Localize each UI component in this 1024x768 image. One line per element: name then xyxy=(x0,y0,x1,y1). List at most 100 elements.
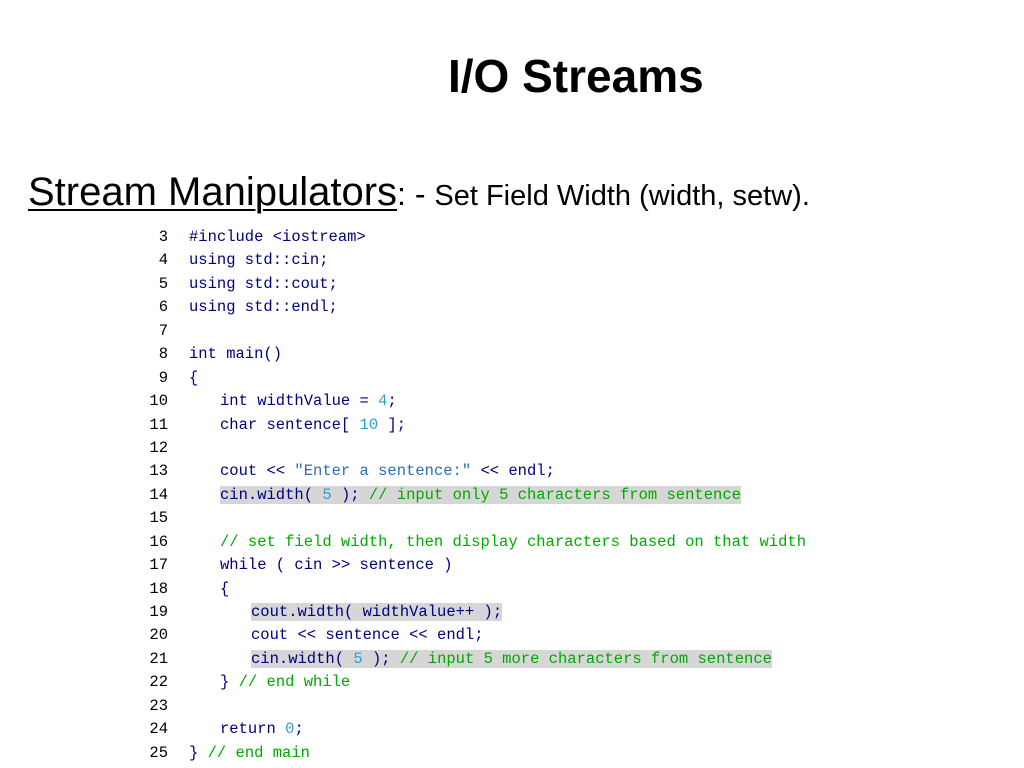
highlighted-code: cout.width( widthValue++ ); xyxy=(251,603,503,621)
code-token: char sentence[ xyxy=(220,415,360,434)
code-line: 11 char sentence[ 10 ]; xyxy=(140,414,806,437)
line-number: 21 xyxy=(149,649,168,668)
code-token: ); xyxy=(331,485,369,504)
code-line: 18 { xyxy=(140,578,806,601)
line-number: 20 xyxy=(149,626,168,645)
code-line: 20 cout << sentence << endl; xyxy=(140,624,806,647)
code-line: 13 cout << "Enter a sentence:" << endl; xyxy=(140,460,806,483)
code-line: 10 int widthValue = 4; xyxy=(140,390,806,413)
code-token: using std::cin; xyxy=(189,251,329,270)
code-token: ; xyxy=(387,392,397,411)
line-number: 14 xyxy=(149,485,168,504)
code-token: int main() xyxy=(189,345,283,364)
code-line: 16 // set field width, then display chara… xyxy=(140,531,806,554)
code-text: // set field width, then display charact… xyxy=(220,533,806,551)
line-number: 4 xyxy=(158,251,168,270)
code-token: cin.width( xyxy=(220,485,323,504)
code-text: { xyxy=(189,369,198,387)
code-text: cout << sentence << endl; xyxy=(251,626,484,644)
slide-title: I/O Streams xyxy=(448,50,704,102)
line-number: 5 xyxy=(158,274,168,293)
code-line: 4 using std::cin; xyxy=(140,249,806,272)
code-token: ); xyxy=(362,649,400,668)
code-line: 15 xyxy=(140,507,806,530)
line-number: 15 xyxy=(149,509,168,528)
line-number: 25 xyxy=(149,743,168,762)
code-token: 5 xyxy=(353,649,363,668)
line-number: 8 xyxy=(158,345,168,364)
code-token: #include <iostream> xyxy=(189,228,366,246)
code-token: while ( cin >> sentence ) xyxy=(220,556,453,575)
line-number: 23 xyxy=(149,696,168,715)
code-token: // input only 5 characters from sentence xyxy=(368,485,741,504)
line-number: 16 xyxy=(149,532,168,551)
code-line: 22} // end while xyxy=(140,671,806,694)
code-line: 5 using std::cout; xyxy=(140,273,806,296)
subtitle-description: Set Field Width (width, setw). xyxy=(434,180,810,212)
code-token: return xyxy=(220,720,286,739)
slide-subtitle: Stream Manipulators: - Set Field Width (… xyxy=(28,170,810,215)
code-token: cout << xyxy=(220,462,295,481)
code-line: 7 xyxy=(140,320,806,343)
code-line: 25} // end main xyxy=(140,742,806,765)
line-number: 12 xyxy=(149,438,168,457)
line-number: 19 xyxy=(149,603,168,621)
code-line: 9{ xyxy=(140,367,806,390)
code-token: } xyxy=(189,743,208,762)
code-text: while ( cin >> sentence ) xyxy=(220,556,453,574)
code-token: ; xyxy=(294,720,304,739)
code-token: int widthValue = xyxy=(220,392,379,411)
code-line: 12 xyxy=(140,437,806,460)
code-text: { xyxy=(220,580,229,598)
code-token: // end main xyxy=(207,743,310,762)
code-line: 8 int main() xyxy=(140,343,806,366)
code-text: return 0; xyxy=(220,720,304,738)
code-token: 0 xyxy=(285,720,295,739)
code-text: } // end while xyxy=(220,673,350,691)
code-token: << endl; xyxy=(471,462,555,481)
code-token: using std::endl; xyxy=(189,298,338,317)
code-token: // set field width, then display charact… xyxy=(220,532,806,551)
code-token: ]; xyxy=(378,415,407,434)
code-token: 4 xyxy=(378,392,388,411)
code-token: { xyxy=(220,579,230,598)
code-token: using std::cout; xyxy=(189,274,338,293)
line-number: 10 xyxy=(149,392,168,411)
line-number: 11 xyxy=(149,415,168,434)
line-number: 13 xyxy=(149,462,168,481)
code-line: 14 cin.width( 5 ); // input only 5 charac… xyxy=(140,484,806,507)
code-token: 5 xyxy=(322,485,332,504)
code-line: 17 while ( cin >> sentence ) xyxy=(140,554,806,577)
line-number: 9 xyxy=(158,368,168,387)
subtitle-topic: Stream Manipulators xyxy=(28,170,398,214)
code-token: "Enter a sentence:" xyxy=(294,462,472,481)
line-number: 18 xyxy=(149,579,168,598)
line-number: 3 xyxy=(158,228,168,246)
code-token: 10 xyxy=(359,415,379,434)
code-text: using std::endl; xyxy=(189,298,338,316)
code-token: } xyxy=(220,673,239,692)
code-token: cin.width( xyxy=(251,649,354,668)
line-number: 7 xyxy=(158,321,168,340)
line-number: 6 xyxy=(158,298,168,317)
code-token: { xyxy=(189,368,199,387)
code-line: 23 xyxy=(140,695,806,718)
code-text: int widthValue = 4; xyxy=(220,392,397,410)
code-text: int main() xyxy=(189,345,282,363)
subtitle-separator: : - xyxy=(397,176,435,212)
code-token: // end while xyxy=(238,673,351,692)
code-text: cout << "Enter a sentence:" << endl; xyxy=(220,462,555,480)
code-line: 6 using std::endl; xyxy=(140,296,806,319)
code-text: #include <iostream> xyxy=(189,228,366,246)
code-text: } // end main xyxy=(189,744,310,762)
code-token: cout.width( widthValue++ ); xyxy=(251,603,503,621)
highlighted-code: cin.width( 5 ); // input 5 more characte… xyxy=(251,649,772,668)
code-token: cout << sentence << endl; xyxy=(251,626,484,645)
code-line: 3 #include <iostream> xyxy=(140,226,806,249)
code-text: using std::cout; xyxy=(189,275,338,293)
code-text: using std::cin; xyxy=(189,251,329,269)
line-number: 17 xyxy=(149,556,168,575)
code-text: char sentence[ 10 ]; xyxy=(220,416,406,434)
